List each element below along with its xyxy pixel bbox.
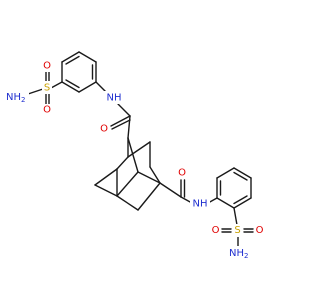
bonds	[27, 51, 254, 249]
oxygen-atom: O	[43, 61, 51, 72]
bond	[127, 137, 139, 173]
nh2-label: NH	[229, 248, 244, 259]
sulfur-atom: S	[234, 225, 240, 236]
bond	[127, 141, 151, 158]
bond	[78, 51, 97, 63]
bond	[94, 168, 118, 186]
bond	[95, 81, 107, 93]
nh-label: NH	[107, 93, 122, 104]
bond	[137, 182, 161, 211]
nh2-label: NH	[6, 92, 21, 103]
atom-labels: NH2 S O O NH O O NH S O	[5, 60, 265, 261]
bond	[233, 171, 248, 181]
svg-text:NH2: NH2	[6, 92, 25, 105]
oxygen-atom: O	[100, 124, 108, 135]
nh2-subscript: 2	[244, 252, 248, 260]
bond	[127, 115, 131, 139]
bond	[159, 182, 182, 198]
bond	[116, 171, 139, 197]
top-carbonyl-oxygen: O	[99, 123, 110, 135]
bond	[117, 103, 131, 117]
oxygen-atom: O	[256, 225, 264, 236]
bottom-carbonyl-oxygen: O	[177, 166, 188, 179]
bond	[233, 167, 252, 179]
bond	[110, 115, 131, 127]
bond	[233, 197, 252, 209]
bond	[78, 81, 97, 93]
bond	[65, 79, 80, 89]
bottom-amino-group: NH2	[228, 246, 254, 261]
bond	[65, 55, 80, 65]
bond	[233, 195, 248, 205]
bond	[111, 119, 131, 130]
nh-label: NH	[193, 199, 208, 210]
bond	[116, 195, 139, 211]
bond	[94, 184, 118, 197]
bond	[233, 207, 238, 226]
bond	[216, 167, 235, 179]
bond	[61, 81, 80, 93]
top-amide-nh: NH	[104, 91, 124, 104]
svg-text:NH2: NH2	[229, 248, 248, 261]
oxygen-atom: O	[212, 225, 220, 236]
bottom-amide-nh: NH	[190, 197, 210, 210]
nh2-subscript: 2	[21, 96, 25, 104]
top-amino-group: NH2	[5, 90, 29, 104]
bond	[149, 166, 161, 184]
bottom-sulfonyl-group: S O O	[210, 224, 265, 237]
oxygen-atom: O	[43, 105, 51, 116]
bond	[116, 156, 129, 170]
bond	[61, 51, 80, 63]
top-sulfonyl-group: S O O	[42, 60, 52, 116]
bond	[137, 171, 161, 184]
bond	[216, 197, 235, 209]
molecule-structure: NH2 S O O NH O O NH S O	[5, 51, 265, 261]
sulfur-atom: S	[44, 83, 50, 94]
oxygen-atom: O	[178, 168, 186, 179]
bond	[27, 88, 44, 95]
bond	[50, 81, 63, 89]
